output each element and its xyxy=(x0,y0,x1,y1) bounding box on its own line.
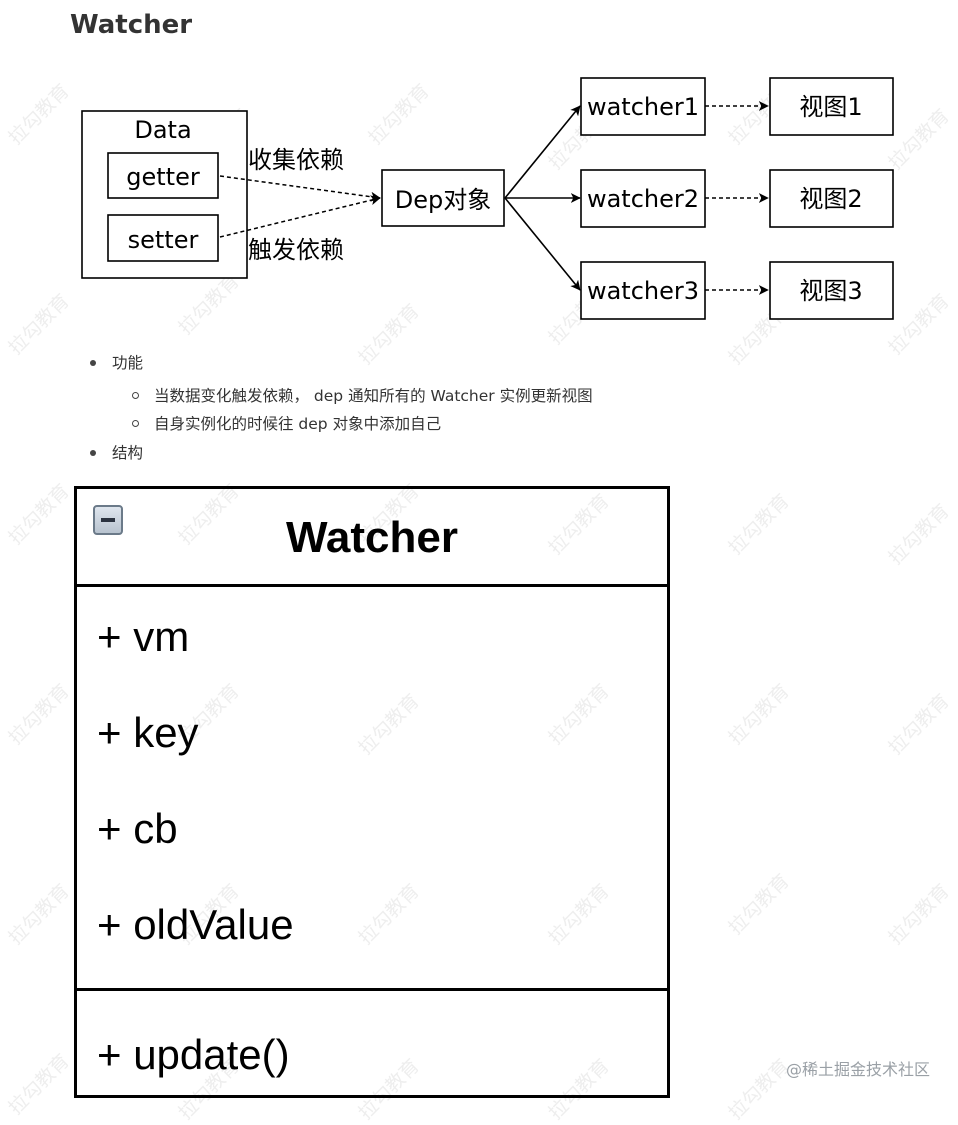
watcher-class-diagram: Watcher + vm + key + cb + oldValue + upd… xyxy=(74,486,670,1098)
watermark: 拉勾教育 xyxy=(884,879,954,950)
features-sublist: 当数据变化触发依赖， dep 通知所有的 Watcher 实例更新视图 自身实例… xyxy=(132,382,593,438)
bullet-dot-icon xyxy=(90,450,96,456)
watcher2-label: watcher2 xyxy=(587,185,699,213)
collect-arrow xyxy=(219,175,381,202)
source-credit: @稀土掘金技术社区 xyxy=(785,1060,930,1079)
watcher3-label: watcher3 xyxy=(587,277,699,305)
structure-title: 结构 xyxy=(112,444,144,462)
watermark: 拉勾教育 xyxy=(884,499,954,570)
watermark: 拉勾教育 xyxy=(724,679,794,750)
attribute-vm: + vm xyxy=(97,613,190,660)
collect-label: 收集依赖 xyxy=(248,146,344,174)
list-item: 当数据变化触发依赖， dep 通知所有的 Watcher 实例更新视图 xyxy=(132,382,593,410)
feature-text: 当数据变化触发依赖， dep 通知所有的 Watcher 实例更新视图 xyxy=(154,387,593,405)
view2-box xyxy=(769,169,894,228)
view2-label: 视图2 xyxy=(799,185,862,213)
feature-text: 自身实例化的时候往 dep 对象中添加自己 xyxy=(154,415,442,433)
view3-label: 视图3 xyxy=(799,277,862,305)
watcher2-box xyxy=(580,169,706,228)
attribute-key: + key xyxy=(97,709,199,756)
getter-box xyxy=(107,152,219,199)
watermark: 拉勾教育 xyxy=(4,479,74,550)
bullet-dot-icon xyxy=(90,360,96,366)
view1-box xyxy=(769,77,894,136)
watermark: 拉勾教育 xyxy=(4,1049,74,1120)
collapse-icon[interactable] xyxy=(93,505,123,535)
view1-label: 视图1 xyxy=(799,93,862,121)
list-item: 自身实例化的时候往 dep 对象中添加自己 xyxy=(132,410,593,438)
watcher3-box xyxy=(580,261,706,320)
class-header: Watcher xyxy=(77,489,667,587)
watermark: 拉勾教育 xyxy=(4,679,74,750)
getter-label: getter xyxy=(126,163,200,191)
class-attributes: + vm + key + cb + oldValue xyxy=(77,587,667,991)
setter-box xyxy=(107,214,219,262)
features-title: 功能 xyxy=(112,354,144,372)
watermark: 拉勾教育 xyxy=(884,689,954,760)
dep-to-watcher1-arrow xyxy=(504,105,581,199)
trigger-label: 触发依赖 xyxy=(248,236,344,264)
watermark: 拉勾教育 xyxy=(724,869,794,940)
method-update: + update() xyxy=(97,1031,290,1078)
watcher1-box xyxy=(580,77,706,136)
dep-box xyxy=(381,169,505,227)
bullet-circle-icon xyxy=(132,392,139,399)
view3-box xyxy=(769,261,894,320)
dependency-flow-diagram: Data getter setter 收集依赖 触发依赖 Dep对象 watch… xyxy=(81,77,894,320)
attribute-cb: + cb xyxy=(97,805,178,852)
dep-to-watcher3-arrow xyxy=(504,197,581,291)
watermark: 拉勾教育 xyxy=(724,1054,794,1125)
section-heading: Watcher xyxy=(70,10,193,40)
watermark: 拉勾教育 xyxy=(724,489,794,560)
attribute-oldvalue: + oldValue xyxy=(97,901,294,948)
setter-label: setter xyxy=(128,226,199,254)
class-name: Watcher xyxy=(286,513,458,562)
feature-list: 功能 当数据变化触发依赖， dep 通知所有的 Watcher 实例更新视图 自… xyxy=(90,352,593,464)
data-label: Data xyxy=(134,116,191,144)
watermark: 拉勾教育 xyxy=(4,879,74,950)
list-item-features: 功能 当数据变化触发依赖， dep 通知所有的 Watcher 实例更新视图 自… xyxy=(90,352,593,438)
list-item-structure: 结构 xyxy=(90,442,593,464)
bullet-circle-icon xyxy=(132,420,139,427)
watcher1-label: watcher1 xyxy=(587,93,699,121)
dep-label: Dep对象 xyxy=(395,186,491,214)
